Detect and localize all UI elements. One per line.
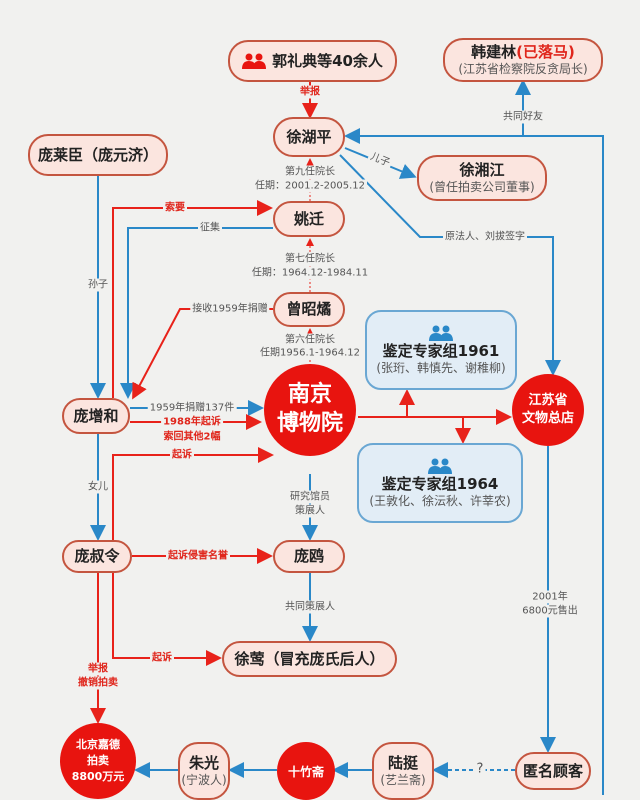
node-panglaichen: 庞莱臣（庞元济） <box>28 134 168 176</box>
xuxiangjiang-label: 徐湘江 <box>459 161 505 180</box>
reporters-label: 郭礼典等40余人 <box>272 51 383 70</box>
label-legal: 原法人、刘拔签字 <box>443 230 527 244</box>
label-friends: 共同好友 <box>501 110 545 124</box>
node-expert1961: 鉴定专家组1961 (张珩、韩慎先、谢稚柳) <box>365 310 517 390</box>
people-icon <box>242 53 267 69</box>
node-jiade: 北京嘉德 拍卖 8800万元 <box>60 723 136 799</box>
anon-label: 匿名顾客 <box>522 761 583 780</box>
node-zengzhaoyu: 曾昭燏 <box>273 292 345 327</box>
label-sue: 起诉 <box>170 448 194 462</box>
node-xuhuping: 徐湖平 <box>273 117 345 157</box>
label-dir6-title: 第六任院长 <box>283 333 337 347</box>
label-dir9-title: 第九任院长 <box>283 165 337 179</box>
museum-line2: 博物院 <box>276 411 343 436</box>
edge-collect <box>120 227 273 399</box>
people-icon <box>428 458 452 475</box>
jiade-line1: 北京嘉德 <box>76 738 120 752</box>
zengzhaoyu-label: 曾昭燏 <box>286 300 332 319</box>
label-demand: 索要 <box>163 201 187 215</box>
node-pangshuling: 庞叔令 <box>62 540 132 573</box>
label-curator-a: 研究馆员 <box>288 490 332 504</box>
expert1961-members: (张珩、韩慎先、谢稚柳) <box>376 360 506 375</box>
store-line1: 江苏省 <box>528 392 568 408</box>
label-dir7-term: 任期：1964.12-1984.11 <box>249 266 371 280</box>
label-daughter: 女儿 <box>86 480 110 494</box>
luting-sub: (艺兰斋) <box>380 772 426 787</box>
label-report: 举报 <box>298 85 322 99</box>
han-sub: (江苏省检察院反贪局长) <box>458 61 588 76</box>
xuying-label: 徐莺（冒充庞氏后人） <box>234 649 385 668</box>
jiade-line3: 8800万元 <box>71 769 125 783</box>
label-sold-b: 6800元售出 <box>520 604 580 618</box>
xuhuping-label: 徐湖平 <box>286 127 332 146</box>
node-reporters: 郭礼典等40余人 <box>228 40 397 82</box>
node-luting: 陆挺 (艺兰斋) <box>372 742 434 800</box>
node-pangzenghe: 庞增和 <box>62 398 130 434</box>
label-donate: 1959年捐赠137件 <box>147 401 237 415</box>
label-unknown: ? <box>474 761 486 779</box>
edge-sue <box>112 447 274 540</box>
node-han: 韩建林(已落马) (江苏省检察院反贪局长) <box>443 38 603 82</box>
label-curator-b: 策展人 <box>293 504 327 518</box>
han-name: 韩建林 <box>471 43 517 62</box>
pangzenghe-label: 庞增和 <box>73 406 119 425</box>
node-anon: 匿名顾客 <box>515 752 591 790</box>
label-cocurator: 共同策展人 <box>283 600 337 614</box>
edge-store-to-xuhuping <box>344 128 604 795</box>
people-icon <box>429 325 453 342</box>
shizhuzhai-label: 十竹斋 <box>287 764 324 779</box>
edge-demand <box>112 200 273 398</box>
expert1964-members: (王敦化、徐沄秋、许莘农) <box>369 493 511 508</box>
label-report2-b: 撤销拍卖 <box>76 676 120 690</box>
label-sue2: 起诉 <box>150 651 174 665</box>
xuxiangjiang-sub: (曾任拍卖公司董事) <box>429 179 535 194</box>
node-yaoqian: 姚迁 <box>273 201 345 237</box>
edge-receive <box>132 308 273 400</box>
label-defame: 起诉侵害名誉 <box>166 549 230 563</box>
edge-sue2 <box>112 572 222 666</box>
node-xuying: 徐莺（冒充庞氏后人） <box>222 641 397 677</box>
node-xuxiangjiang: 徐湘江 (曾任拍卖公司董事) <box>417 155 547 201</box>
expert1964-label: 鉴定专家组1964 <box>381 475 499 494</box>
zhuguang-sub: (宁波人) <box>181 772 227 787</box>
label-sold-a: 2001年 <box>530 590 570 604</box>
expert1961-label: 鉴定专家组1961 <box>382 342 500 361</box>
label-receive: 接收1959年捐赠 <box>190 302 270 316</box>
label-sue1988-b: 索回其他2幅 <box>163 431 221 443</box>
node-pangou: 庞鸥 <box>273 540 345 573</box>
panglaichen-label: 庞莱臣（庞元济） <box>37 145 158 164</box>
museum-line1: 南京 <box>287 382 332 408</box>
yaoqian-label: 姚迁 <box>293 209 324 228</box>
pangou-label: 庞鸥 <box>293 547 324 566</box>
node-museum: 南京 博物院 <box>264 364 356 456</box>
store-line2: 文物总店 <box>521 411 574 426</box>
node-zhuguang: 朱光 (宁波人) <box>178 742 230 800</box>
han-tag: (已落马) <box>516 43 575 62</box>
label-collect: 征集 <box>198 221 222 235</box>
label-dir6-term: 任期1956.1-1964.12 <box>258 346 362 360</box>
jiade-line2: 拍卖 <box>87 754 109 768</box>
node-shizhuzhai: 十竹斋 <box>277 742 335 800</box>
label-dir9-term: 任期：2001.2-2005.12 <box>253 179 367 193</box>
node-store: 江苏省 文物总店 <box>512 374 584 446</box>
node-expert1964: 鉴定专家组1964 (王敦化、徐沄秋、许莘农) <box>357 443 523 523</box>
label-dir7-title: 第七任院长 <box>283 252 337 266</box>
luting-label: 陆挺 <box>387 754 418 773</box>
zhuguang-label: 朱光 <box>188 754 219 773</box>
pangshuling-label: 庞叔令 <box>74 547 120 566</box>
label-sue1988-a: 1988年起诉 <box>161 415 223 429</box>
label-grandson: 孙子 <box>86 278 110 292</box>
label-report2-a: 举报 <box>86 662 110 676</box>
